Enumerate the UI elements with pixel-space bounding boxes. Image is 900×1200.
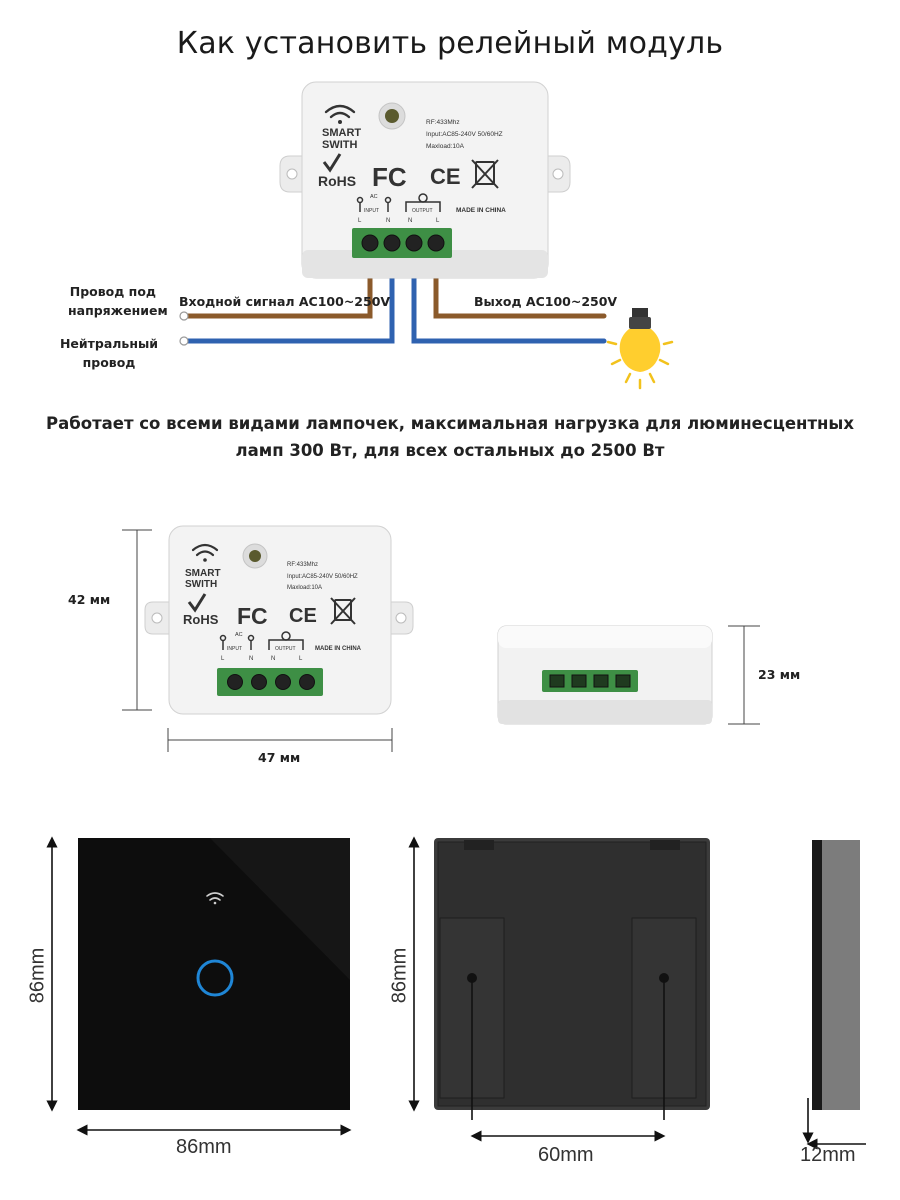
description-line1: Работает со всеми видами лампочек, макси…: [46, 414, 854, 433]
relay-module-top: SMART SWITH RF:433Mhz Input:AC85-240V 50…: [279, 81, 571, 279]
relay-module-front: SMART SWITH RF:433Mhz Input:AC85-240V 50…: [144, 525, 414, 715]
touch-button-ring: [196, 959, 234, 997]
spec-load: Maxload:10A: [426, 143, 465, 150]
pin-n2: N: [408, 218, 412, 224]
spec-rf: RF:433Mhz: [426, 119, 460, 126]
pin-l2: L: [299, 656, 303, 662]
neutral-label-line2: провод: [82, 355, 136, 371]
ac-label: AC: [370, 194, 378, 200]
front-width-label: 86mm: [176, 1136, 232, 1158]
weee-bin-icon: [471, 159, 499, 189]
pin-l1: L: [221, 656, 225, 662]
live-label-line2: напряжением: [68, 303, 168, 319]
ac-label: AC: [235, 632, 243, 638]
description-line2: ламп 300 Вт, для всех остальных до 2500 …: [235, 441, 665, 461]
load-description: Работает со всеми видами лампочек, макси…: [30, 410, 870, 464]
relay-module-side: [497, 625, 713, 725]
cert-ce: CE: [289, 605, 317, 627]
input-label: INPUT: [364, 208, 379, 214]
panel-dimensions-diagram: [46, 836, 866, 1150]
checkmark-icon: [322, 153, 342, 173]
module-depth-label: 23 мм: [758, 667, 801, 682]
wifi-icon: [191, 543, 219, 562]
spec-load: Maxload:10A: [287, 585, 322, 591]
input-label: INPUT: [227, 646, 242, 652]
module-height-line: [122, 529, 152, 711]
light-bulb-icon: [606, 308, 674, 390]
made-in-label: MADE IN CHINA: [315, 646, 362, 652]
module-width-line: [167, 728, 393, 752]
wifi-icon: [324, 104, 356, 124]
spec-rf: RF:433Mhz: [287, 562, 318, 568]
output-label: OUTPUT: [275, 646, 296, 652]
touch-panel-front: [78, 838, 350, 1110]
pin-n1: N: [386, 218, 390, 224]
side-terminal-block: [542, 670, 638, 692]
brand-line2: SWITH: [185, 579, 217, 590]
brand-line1: SMART: [185, 568, 221, 579]
pin-n2: N: [271, 656, 275, 662]
page-title: Как установить релейный модуль: [176, 26, 724, 61]
mount-hole-left: [467, 973, 477, 983]
output-signal-label: Выход AC100~250V: [474, 294, 618, 309]
module-dimensions-diagram: SMART SWITH RF:433Mhz Input:AC85-240V 50…: [122, 525, 760, 752]
spec-input: Input:AC85-240V 50/60HZ: [426, 131, 503, 138]
mount-spacing-label: 60mm: [538, 1144, 594, 1166]
wiring-diagram: SMART SWITH RF:433Mhz Input:AC85-240V 50…: [179, 81, 674, 390]
mount-hole-right: [659, 973, 669, 983]
back-height-label: 86mm: [388, 947, 411, 1004]
touch-panel-back: [434, 838, 710, 1110]
brand-line1: SMART: [322, 127, 361, 139]
front-height-label: 86mm: [26, 947, 49, 1004]
checkmark-icon: [187, 593, 207, 613]
cert-fc: FC: [237, 603, 268, 629]
pin-l1: L: [358, 218, 362, 224]
module-depth-line: [728, 625, 760, 725]
spec-input: Input:AC85-240V 50/60HZ: [287, 574, 358, 580]
live-label-line1: Провод под: [69, 284, 156, 299]
live-wire-endpoint: [179, 311, 189, 321]
neutral-label-line1: Нейтральный: [59, 336, 159, 351]
side-depth-arrow: [802, 1098, 866, 1150]
live-wire-label: Провод под напряжением: [68, 282, 168, 321]
cert-fc: FC: [372, 162, 407, 192]
panel-depth-label: 12mm: [800, 1144, 856, 1166]
pin-l2: L: [436, 218, 440, 224]
terminal-block: [352, 228, 452, 258]
mount-spacing-arrows: [470, 980, 666, 1142]
touch-panel-side: [812, 840, 860, 1110]
pin-n1: N: [249, 656, 253, 662]
module-height-label: 42 мм: [68, 592, 111, 607]
cert-ce: CE: [430, 164, 461, 189]
input-signal-label: Входной сигнал AC100~250V: [179, 294, 391, 309]
output-label: OUTPUT: [412, 208, 433, 214]
wifi-indicator-icon: [206, 892, 224, 905]
neutral-wire-endpoint: [179, 336, 189, 346]
cert-rohs: RoHS: [318, 173, 356, 189]
weee-bin-icon: [330, 597, 356, 625]
terminal-block: [217, 668, 323, 696]
cert-rohs: RoHS: [183, 612, 219, 627]
module-width-label: 47 мм: [258, 750, 301, 765]
neutral-wire-label: Нейтральный провод: [58, 334, 160, 373]
made-in-label: MADE IN CHINA: [456, 207, 506, 214]
brand-line2: SWITH: [322, 139, 357, 151]
